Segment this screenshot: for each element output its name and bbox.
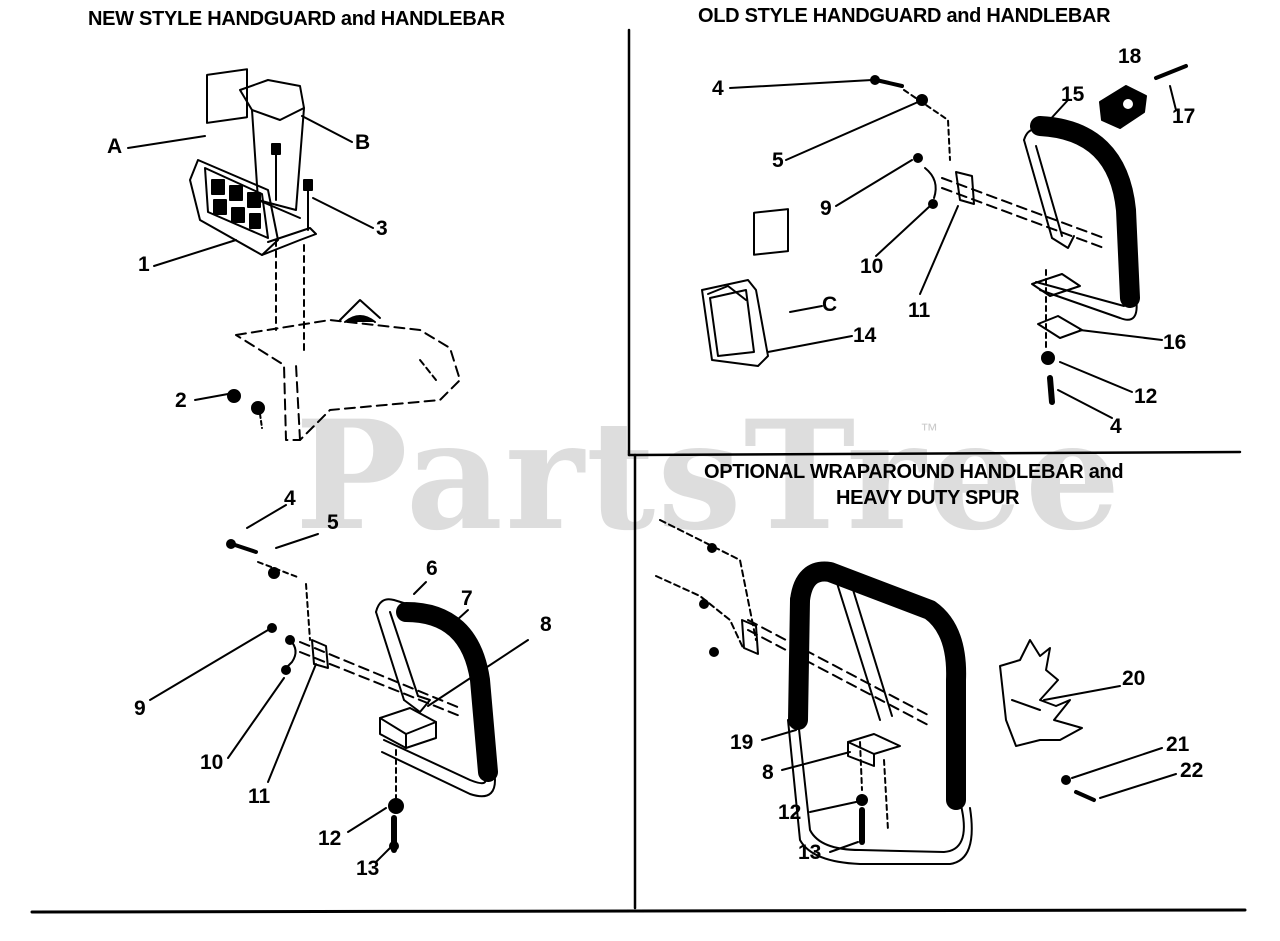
callout-old-11: 11 bbox=[908, 299, 931, 322]
callout-B: B bbox=[355, 131, 371, 154]
callout-8: 8 bbox=[540, 613, 552, 636]
callout-2: 2 bbox=[175, 389, 187, 412]
callout-6: 6 bbox=[426, 557, 438, 580]
callout-11: 11 bbox=[248, 785, 271, 808]
callout-opt-20: 20 bbox=[1122, 667, 1146, 690]
callout-7: 7 bbox=[461, 587, 473, 610]
section-title-optional-line2: HEAVY DUTY SPUR bbox=[836, 487, 1020, 509]
callout-1: 1 bbox=[138, 253, 150, 276]
callout-old-10: 10 bbox=[860, 255, 884, 278]
callout-opt-21: 21 bbox=[1166, 733, 1190, 756]
callout-opt-8: 8 bbox=[762, 761, 774, 784]
callout-C: C bbox=[822, 293, 838, 316]
callout-opt-12: 12 bbox=[778, 801, 802, 824]
panel-dividers bbox=[30, 28, 1247, 914]
callout-old-9: 9 bbox=[820, 197, 832, 220]
callout-4: 4 bbox=[284, 487, 296, 510]
callout-A: A bbox=[107, 135, 123, 158]
callout-13: 13 bbox=[356, 857, 380, 880]
callout-10: 10 bbox=[200, 751, 224, 774]
callout-12: 12 bbox=[318, 827, 342, 850]
callout-9: 9 bbox=[134, 697, 146, 720]
trademark-symbol: ™ bbox=[920, 420, 938, 440]
new-handguard-drawing bbox=[127, 68, 461, 441]
callout-old-16: 16 bbox=[1163, 331, 1187, 354]
optional-drawing bbox=[655, 519, 1177, 865]
callout-old-5: 5 bbox=[772, 149, 784, 172]
callout-old-4-top: 4 bbox=[712, 77, 724, 100]
callout-opt-22: 22 bbox=[1180, 759, 1204, 782]
callout-3: 3 bbox=[376, 217, 388, 240]
section-title-old-style: OLD STYLE HANDGUARD and HANDLEBAR bbox=[698, 5, 1111, 27]
callout-opt-19: 19 bbox=[730, 731, 754, 754]
section-title-new-style: NEW STYLE HANDGUARD and HANDLEBAR bbox=[88, 8, 505, 30]
callout-old-17: 17 bbox=[1172, 105, 1196, 128]
callout-old-4-bottom: 4 bbox=[1110, 415, 1122, 438]
callout-5: 5 bbox=[327, 511, 339, 534]
old-style-drawing bbox=[701, 64, 1188, 419]
section-title-optional-line1: OPTIONAL WRAPAROUND HANDLEBAR and bbox=[704, 461, 1124, 483]
partstree-watermark: PartsTree bbox=[295, 388, 1123, 564]
new-handlebar-drawing bbox=[149, 504, 529, 863]
callout-old-12: 12 bbox=[1134, 385, 1158, 408]
callout-old-14: 14 bbox=[853, 324, 877, 347]
callout-old-18: 18 bbox=[1118, 45, 1142, 68]
callout-old-15: 15 bbox=[1061, 83, 1085, 106]
callout-opt-13: 13 bbox=[798, 841, 822, 864]
